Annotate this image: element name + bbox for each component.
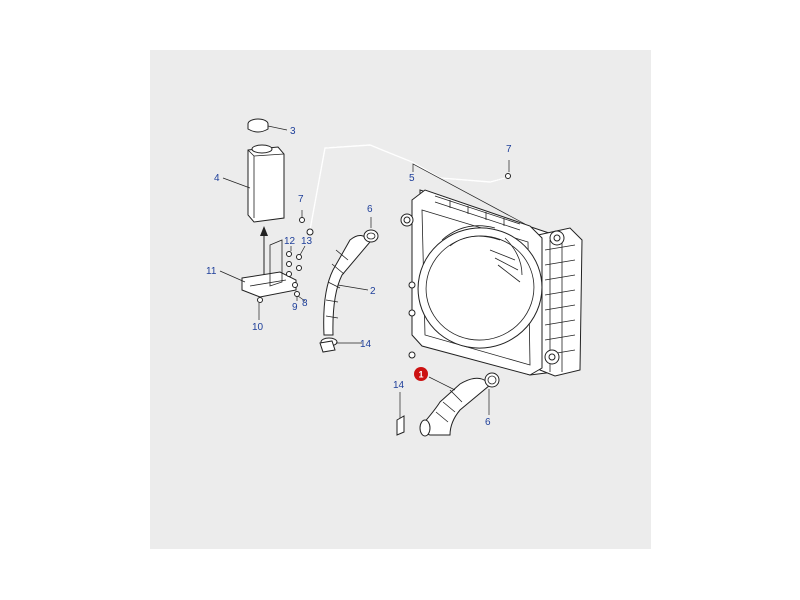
callout-14-lower: 14 [393,380,405,391]
callout-14-upper: 14 [360,339,372,350]
lower-hose-clamp [484,372,500,388]
callout-13: 13 [301,236,313,247]
upper-hose [320,235,371,347]
callout-6-upper: 6 [367,204,373,215]
overflow-pipe [306,144,506,236]
callout-1: 1 [418,370,423,380]
tank-bracket [241,239,297,298]
radiator-assembly [400,189,583,377]
leader-lines [219,125,526,418]
hose-clamp-lower-left [396,415,405,436]
callout-5: 5 [409,173,415,184]
callout-7-right: 7 [506,144,512,155]
lower-hose [419,377,491,437]
callout-7-left: 7 [298,194,304,205]
callout-6-lower: 6 [485,417,491,428]
callout-8: 8 [302,298,308,309]
expansion-tank-cap [247,118,269,133]
hose-clamp-upper-left [319,340,336,353]
cooling-system-exploded-diagram: 3 4 7 5 7 6 2 12 13 11 9 8 10 14 14 6 1 [206,118,583,437]
callout-labels: 3 4 7 5 7 6 2 12 13 11 9 8 10 14 14 6 [206,126,512,428]
callout-1-badge: 1 [414,367,428,381]
callout-12: 12 [284,236,296,247]
diagram-panel: 3 4 7 5 7 6 2 12 13 11 9 8 10 14 14 6 1 [150,50,651,549]
callout-2: 2 [370,286,376,297]
callout-9: 9 [292,302,298,313]
upper-hose-clamp [363,229,379,243]
callout-11: 11 [206,266,217,277]
callout-10: 10 [252,322,264,333]
callout-3: 3 [290,126,296,137]
fasteners [257,173,511,303]
callout-4: 4 [214,173,220,184]
expansion-tank [247,144,285,223]
